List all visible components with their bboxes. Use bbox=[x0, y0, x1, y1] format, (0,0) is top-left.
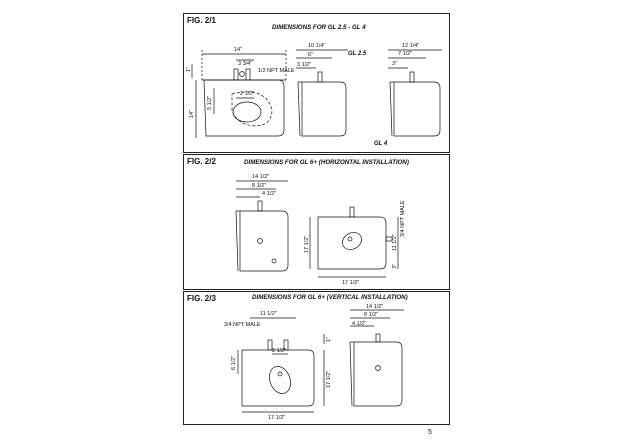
dim-text-2-1-2: 2 1/2" bbox=[272, 348, 286, 354]
front-pipe-top bbox=[349, 206, 355, 218]
dim-text-1: 1" bbox=[326, 337, 332, 342]
dim-text-3: 3" bbox=[392, 264, 398, 269]
dim-text-4-1-2: 4 1/2" bbox=[262, 191, 276, 197]
heater-front-body bbox=[241, 349, 315, 407]
heater-side-body bbox=[239, 210, 289, 272]
heater-side-body bbox=[353, 341, 403, 407]
dim-text-14-1-2: 14 1/2" bbox=[366, 304, 383, 310]
heater-side-gl4 bbox=[393, 81, 441, 137]
dim-text-npt: 3/4 NPT MALE bbox=[224, 322, 261, 328]
thermostat-ellipse bbox=[342, 232, 362, 250]
dim-text-6-1-2: 6 1/2" bbox=[231, 356, 237, 370]
page-number: 5 bbox=[428, 429, 432, 436]
dim-text-8-1-2: 8 1/2" bbox=[364, 312, 378, 318]
figure-panel-2-1: FIG. 2/1 DIMENSIONS FOR GL 2.5 - GL 4 bbox=[183, 13, 450, 153]
dim-text-17-1-2-vertical: 17 1/2" bbox=[326, 371, 332, 388]
side-pipe bbox=[375, 333, 381, 343]
dim-text-2-1-2: 2 1/2" bbox=[240, 91, 254, 97]
diagram-gl25-gl4: 14" 3 3/4" 1/2 NPT MALE 1" 14" 5 1/2" 2 … bbox=[186, 43, 442, 147]
dim-text-8-1-2: 8 1/2" bbox=[252, 183, 266, 189]
dim-text-11-1-2: 11 1/2" bbox=[392, 234, 398, 251]
gl25-pipe bbox=[317, 71, 323, 83]
thermostat-ellipse bbox=[232, 101, 262, 123]
dim-text-14-1-2: 14 1/2" bbox=[252, 174, 269, 180]
figure-label: FIG. 2/2 bbox=[187, 157, 216, 166]
inlet-pipe bbox=[233, 68, 239, 81]
front-pipe-side bbox=[385, 236, 393, 242]
diagram-gl6-horizontal: 14 1/2" 8 1/2" 4 1/2" 17 1/2" 3/4 NPT MA… bbox=[235, 174, 406, 286]
pipe-fitting-icon bbox=[239, 71, 245, 77]
figure-title: DIMENSIONS FOR GL 6+ (VERTICAL INSTALLAT… bbox=[252, 294, 408, 301]
dim-text-12-1-4: 12 1/4" bbox=[402, 43, 419, 49]
heater-front-body bbox=[203, 79, 285, 137]
dim-text-14: 14" bbox=[234, 47, 242, 53]
dim-text-14-vertical: 14" bbox=[189, 110, 195, 118]
outlet-pipe bbox=[245, 68, 251, 81]
thermostat-ellipse bbox=[269, 366, 291, 394]
dim-text-3: 3" bbox=[392, 61, 397, 67]
dim-text-npt: 3/4 NPT MALE bbox=[400, 200, 406, 237]
dim-text-4-1-2: 4 1/2" bbox=[352, 321, 366, 327]
heater-front-dashed-outline bbox=[231, 91, 273, 127]
dim-text-17-1-2: 17 1/2" bbox=[268, 415, 285, 421]
model-label-gl25: GL 2.5 bbox=[348, 51, 367, 57]
side-pipe bbox=[257, 200, 263, 212]
figure-title: DIMENSIONS FOR GL 6+ (HORIZONTAL INSTALL… bbox=[244, 159, 409, 166]
figure-panel-2-3: FIG. 2/3 DIMENSIONS FOR GL 6+ (VERTICAL … bbox=[183, 291, 450, 425]
dim-text-17-1-2: 17 1/2" bbox=[342, 280, 359, 286]
dim-text-6: 6" bbox=[308, 52, 313, 58]
dim-text-3-3-4: 3 3/4" bbox=[238, 61, 252, 67]
figure-title: DIMENSIONS FOR GL 2.5 - GL 4 bbox=[272, 24, 366, 31]
heater-front-body bbox=[317, 216, 387, 270]
model-label-gl4: GL 4 bbox=[374, 141, 388, 147]
dim-text-5-1-2: 5 1/2" bbox=[207, 96, 213, 110]
figure-label: FIG. 2/1 bbox=[187, 16, 216, 25]
inlet-pipe bbox=[267, 339, 273, 351]
dim-text-11-1-2: 11 1/2" bbox=[260, 311, 277, 317]
heater-side-gl25 bbox=[301, 81, 347, 137]
outlet-pipe bbox=[283, 339, 289, 351]
figure-panel-2-2: FIG. 2/2 DIMENSIONS FOR GL 6+ (HORIZONTA… bbox=[183, 154, 450, 290]
dim-text-3-1-2: 3 1/2" bbox=[297, 62, 311, 68]
dim-text-7-1-2: 7 1/2" bbox=[398, 51, 412, 57]
figure-label: FIG. 2/3 bbox=[187, 294, 216, 303]
dim-text-1: 1" bbox=[186, 67, 192, 72]
gl4-pipe bbox=[409, 71, 415, 83]
dim-text-17-1-2-vertical: 17 1/2" bbox=[304, 236, 310, 253]
diagram-gl6-vertical: 14 1/2" 8 1/2" 4 1/2" 11 1/2" 3/4 NPT MA… bbox=[224, 304, 404, 421]
dim-text-npt: 1/2 NPT MALE bbox=[258, 68, 295, 74]
dim-text-10-1-4: 10 1/4" bbox=[308, 43, 325, 49]
